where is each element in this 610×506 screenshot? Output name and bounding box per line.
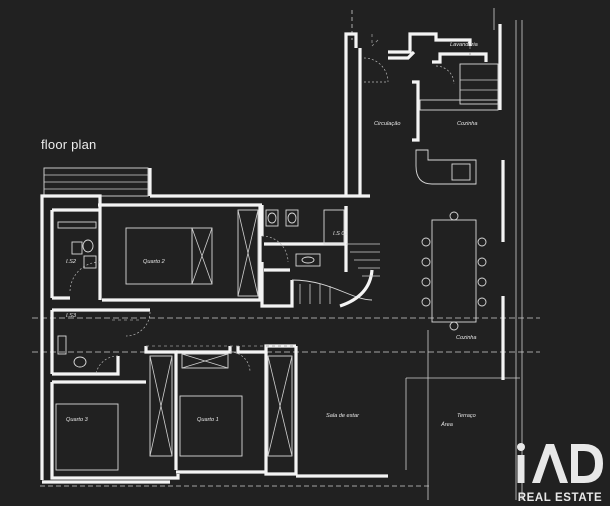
plan-title: floor plan — [41, 137, 97, 152]
brand-subtitle: REAL ESTATE — [517, 492, 603, 504]
room-label-sala: Sala de estar — [326, 413, 359, 419]
walls — [40, 24, 505, 484]
bathroom-fixtures — [57, 209, 345, 368]
room-label-quarto-3: Quarto 3 — [66, 417, 88, 423]
bedroom-furniture — [55, 209, 293, 471]
room-label-circulacao: Circulação — [374, 121, 401, 127]
door-swings — [69, 57, 455, 375]
room-label-cozinha-top: Cozinha — [457, 121, 478, 127]
room-label-ws-1: I.S 01 — [333, 231, 348, 237]
kitchen-fixtures — [415, 63, 499, 331]
room-label-quarto-1: Quarto 1 — [197, 417, 219, 423]
construction-lines — [32, 8, 540, 500]
stair — [291, 243, 380, 308]
room-label-ws-2: I.S2 — [66, 259, 76, 265]
dashed-outlines — [112, 34, 471, 347]
room-label-ws-3: I.S3 — [66, 313, 76, 319]
room-label-cozinha-mid: Cozinha — [456, 335, 477, 341]
room-label-quarto-2: Quarto 2 — [143, 259, 165, 265]
balcony — [43, 167, 152, 197]
room-label-terraco: Terraço — [457, 413, 476, 419]
brand-logo-mark — [517, 443, 603, 483]
room-label-lavanderia: Lavanderia — [450, 42, 478, 48]
brand-logo: REAL ESTATE — [514, 438, 606, 504]
room-label-area: Área — [441, 422, 453, 428]
